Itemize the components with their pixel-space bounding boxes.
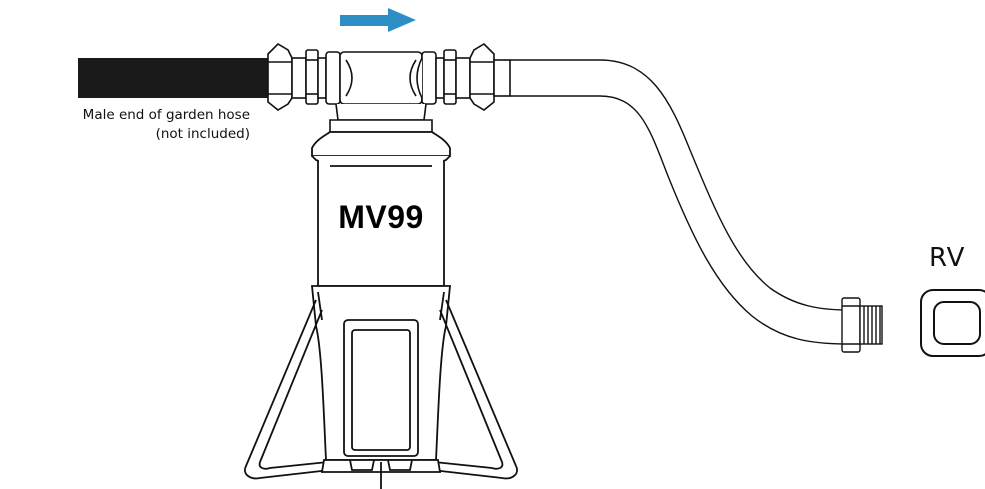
flow-direction-arrow (340, 8, 416, 32)
rv-label: RV (929, 243, 966, 273)
garden-hose-label-line1: Male end of garden hose (82, 107, 250, 123)
filter-model-label: MV99 (338, 199, 424, 235)
hose-connector-left (267, 42, 319, 111)
garden-hose (78, 58, 272, 98)
filter-stand (244, 285, 518, 489)
garden-hose-label-line2: (not included) (155, 126, 250, 142)
filter-head (317, 51, 445, 133)
rv-supply-hose (510, 59, 849, 345)
filter-housing (311, 131, 451, 287)
threaded-hose-end (841, 297, 883, 353)
garden-hose-label: Male end of garden hose (not included) (0, 106, 250, 144)
hose-connector-right (443, 42, 511, 111)
rv-water-inlet (920, 289, 985, 357)
